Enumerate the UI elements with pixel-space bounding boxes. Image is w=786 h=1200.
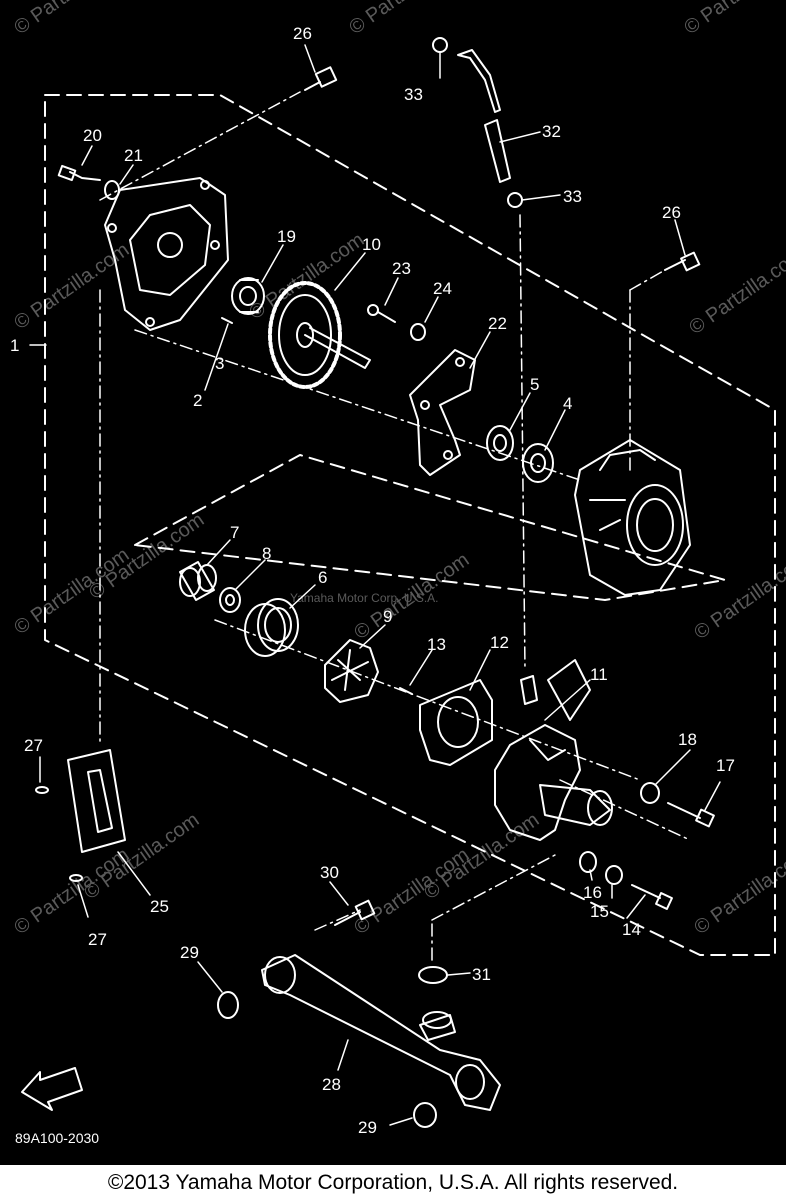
callout-25: 25	[150, 897, 169, 916]
part-washer-16[interactable]	[579, 851, 597, 873]
callout-10: 10	[362, 235, 381, 254]
part-bolt-20[interactable]	[57, 164, 101, 182]
part-cover[interactable]	[104, 177, 229, 331]
watermark: © Partzilla.com	[685, 244, 786, 339]
part-seal-8[interactable]	[219, 587, 241, 613]
callout-18: 18	[678, 730, 697, 749]
part-pipe-28[interactable]	[261, 954, 501, 1111]
callout-6: 6	[318, 568, 327, 587]
part-clip-33b[interactable]	[507, 192, 523, 208]
part-bolt-17[interactable]	[667, 802, 715, 828]
copyright-footer: ©2013 Yamaha Motor Corporation, U.S.A. A…	[0, 1165, 786, 1200]
watermark-layer: © Partzilla.com © Partzilla.com © Partzi…	[10, 0, 786, 939]
leader-lines	[29, 44, 721, 1126]
part-pin-27b[interactable]	[69, 874, 83, 882]
part-pin-13[interactable]	[399, 687, 413, 695]
parts-diagram: © Partzilla.com © Partzilla.com © Partzi…	[10, 0, 786, 1146]
part-bolt-30[interactable]	[334, 899, 376, 926]
part-pump-body[interactable]	[494, 724, 613, 841]
part-bearing-4[interactable]	[522, 443, 554, 483]
part-washer-21[interactable]	[104, 180, 120, 200]
part-nut-15[interactable]	[605, 865, 623, 885]
part-washer-24[interactable]	[410, 323, 426, 341]
callout-21: 21	[124, 146, 143, 165]
callout-16: 16	[583, 883, 602, 902]
part-sensor-11[interactable]	[520, 659, 591, 721]
assembly-outline	[44, 94, 776, 956]
callout-9: 9	[383, 607, 392, 626]
watermark: © Partzilla.com	[350, 844, 473, 939]
callout-17: 17	[716, 756, 735, 775]
callout-22: 22	[488, 314, 507, 333]
callout-4: 4	[563, 394, 572, 413]
part-pin-3[interactable]	[221, 317, 233, 324]
callout-29b: 29	[358, 1118, 377, 1137]
part-bolt-23[interactable]	[367, 304, 396, 323]
callout-2: 2	[193, 391, 202, 410]
callout-14: 14	[622, 920, 641, 939]
callout-30: 30	[320, 863, 339, 882]
part-bearing-5[interactable]	[486, 425, 514, 461]
watermark: © Partzilla.com	[10, 239, 133, 334]
callout-5: 5	[530, 375, 539, 394]
part-bolt-26a[interactable]	[304, 66, 338, 91]
part-oring-31[interactable]	[418, 966, 448, 984]
callout-27a: 27	[24, 736, 43, 755]
part-bolt-14[interactable]	[631, 884, 673, 910]
callout-28: 28	[322, 1075, 341, 1094]
watermark: © Partzilla.com	[245, 229, 368, 324]
watermark: © Partzilla.com	[345, 0, 468, 39]
callout-26a: 26	[293, 24, 312, 43]
callout-32: 32	[542, 122, 561, 141]
part-housing[interactable]	[574, 439, 691, 596]
part-gear-10[interactable]	[268, 281, 371, 389]
callout-19: 19	[277, 227, 296, 246]
callout-12: 12	[490, 633, 509, 652]
part-gasket-12[interactable]	[419, 679, 493, 766]
callout-27b: 27	[88, 930, 107, 949]
drawing-code: 89A100-2030	[15, 1130, 99, 1146]
callout-33a: 33	[404, 85, 423, 104]
part-hose-32[interactable]	[457, 49, 511, 183]
callout-1: 1	[10, 336, 19, 355]
watermark: © Partzilla.com	[420, 809, 543, 904]
part-seal-6[interactable]	[244, 598, 299, 657]
callout-11: 11	[590, 665, 608, 684]
part-clip-33a[interactable]	[432, 37, 448, 53]
callout-15: 15	[590, 902, 609, 921]
callout-23: 23	[392, 259, 411, 278]
watermark: © Partzilla.com	[690, 844, 786, 939]
watermark: © Partzilla.com	[690, 549, 786, 644]
fwd-arrow	[21, 1067, 83, 1111]
callout-3: 3	[215, 354, 224, 373]
part-plate-22[interactable]	[409, 349, 476, 476]
callout-13: 13	[427, 635, 446, 654]
part-bearing-19[interactable]	[231, 277, 265, 315]
callout-29a: 29	[180, 943, 199, 962]
part-plate-25[interactable]	[67, 749, 126, 853]
watermark: Yamaha Motor Corp, U.S.A.	[290, 591, 439, 605]
watermark: © Partzilla.com	[10, 0, 133, 39]
part-impeller-9[interactable]	[324, 639, 379, 703]
callout-26b: 26	[662, 203, 681, 222]
fwd-label: FWD	[35, 1082, 63, 1102]
watermark: © Partzilla.com	[80, 809, 203, 904]
part-oring-29a[interactable]	[217, 991, 239, 1019]
watermark: © Partzilla.com	[680, 0, 786, 39]
callout-33b: 33	[563, 187, 582, 206]
part-pin-27a[interactable]	[35, 786, 49, 794]
part-washer-18[interactable]	[640, 782, 660, 804]
callout-31: 31	[472, 965, 491, 984]
part-oring-29b[interactable]	[413, 1102, 437, 1128]
part-bolt-26b[interactable]	[664, 251, 701, 272]
watermark: © Partzilla.com	[10, 844, 133, 939]
callout-24: 24	[433, 279, 452, 298]
callout-20: 20	[83, 126, 102, 145]
callout-7: 7	[230, 523, 239, 542]
part-collar-7[interactable]	[179, 561, 217, 601]
callout-8: 8	[262, 544, 271, 563]
